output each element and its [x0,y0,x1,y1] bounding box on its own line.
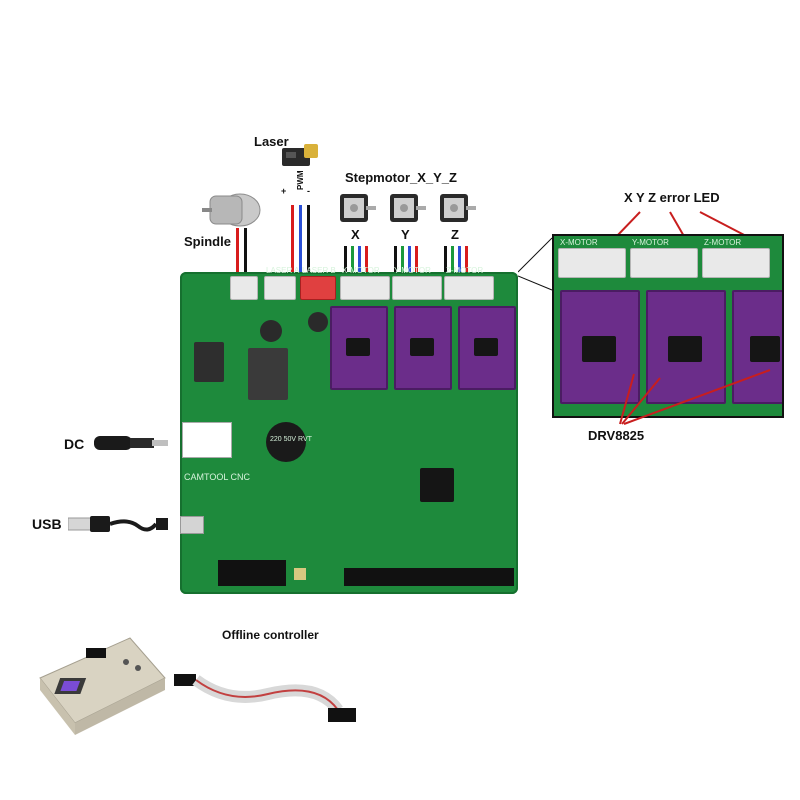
laser-wire-blue [299,205,302,273]
inductor [248,348,288,400]
laser-b-silk: LASER B [302,266,336,275]
z-wire-green [451,246,454,274]
z-wire-blue [458,246,461,274]
drv8825-driver-y [394,306,452,390]
spindle-wire-red [236,228,239,274]
board-name: CAMTOOL CNC [184,472,251,482]
dc-label: DC [64,436,85,452]
stepper-motor-x-icon [340,194,376,222]
zoomed-driver-inset: X-MOTOR Y-MOTOR Z-MOTOR [552,234,784,418]
driver-label: DRV8825 [588,428,645,443]
z-motor-connector[interactable] [444,276,494,300]
stepper-motor-z-icon [440,194,476,222]
zoom-driver-y [646,290,726,404]
zoom-driver-x [560,290,640,404]
stepmotor-label: Stepmotor_X_Y_Z [345,170,457,185]
error-led-label: X Y Z error LED [624,190,720,205]
io-pin-header[interactable] [344,568,514,586]
x-wire-red [365,246,368,274]
x-wire-green [351,246,354,274]
ribbon-cable-icon [174,674,356,722]
laser-b-connector[interactable] [300,276,336,300]
z-wire-black [444,246,447,274]
laser-label: Laser [254,134,289,149]
usb-port[interactable] [180,516,204,534]
laser-a-silk: LASER A [266,266,300,275]
spindle-label: Spindle [184,234,231,249]
drv8825-driver-x [330,306,388,390]
usb-cable-icon [68,516,168,532]
laser-a-connector[interactable] [264,276,296,300]
minus-label: - [307,186,310,196]
x-wire-black [344,246,347,274]
capacitor-small [260,320,282,342]
z-motor-silk: Z-MOTOR [446,266,484,275]
y-motor-silk: Y-MOTOR [394,266,431,275]
usb-label: USB [32,516,62,532]
y-wire-green [401,246,404,274]
laser-module-icon [282,144,318,166]
x-motor-connector[interactable] [340,276,390,300]
voltage-regulator [194,342,224,382]
plus-label: + [281,186,287,196]
axis-y-label: Y [401,227,410,242]
error-led-arrows [614,211,751,239]
y-wire-red [415,246,418,274]
dc-plug-icon [94,436,168,450]
spindle-wire-black [244,228,247,274]
capacitor-text: 220 50V RVT [270,436,312,443]
capacitor-large [266,422,306,462]
driver-arrows [619,369,771,425]
zoom-driver-z [732,290,782,404]
axis-x-label: X [351,227,360,242]
y-motor-connector[interactable] [392,276,442,300]
offline-controller-label: Offline controller [222,628,319,642]
offline-controller-device-icon [39,637,166,735]
cnc-controller-board: X-MOTOR Y-MOTOR Z-MOTOR LASER A LASER B … [180,266,518,594]
pwm-label: PWM [296,170,305,190]
zoom-z-connector [702,248,770,278]
y-wire-blue [408,246,411,274]
zoom-callout-lines [518,237,553,291]
offline-controller-header[interactable] [218,560,286,586]
spindle-motor-icon [202,193,261,227]
axis-z-label: Z [451,227,459,242]
zoom-x-silk: X-MOTOR [560,238,598,247]
zoom-y-connector [630,248,698,278]
capacitor-small-2 [308,312,328,332]
zoom-y-silk: Y-MOTOR [632,238,669,247]
reset-button[interactable] [294,568,306,580]
x-wire-blue [358,246,361,274]
drv8825-driver-z [458,306,516,390]
laser-wire-black [307,205,310,273]
x-motor-silk: X-MOTOR [342,266,380,275]
zoom-z-silk: Z-MOTOR [704,238,742,247]
microcontroller-chip [420,468,454,502]
stepper-motor-y-icon [390,194,426,222]
dc-jack[interactable] [182,422,232,458]
z-wire-red [465,246,468,274]
spindle-connector[interactable] [230,276,258,300]
y-wire-black [394,246,397,274]
zoom-x-connector [558,248,626,278]
laser-wire-red [291,205,294,273]
